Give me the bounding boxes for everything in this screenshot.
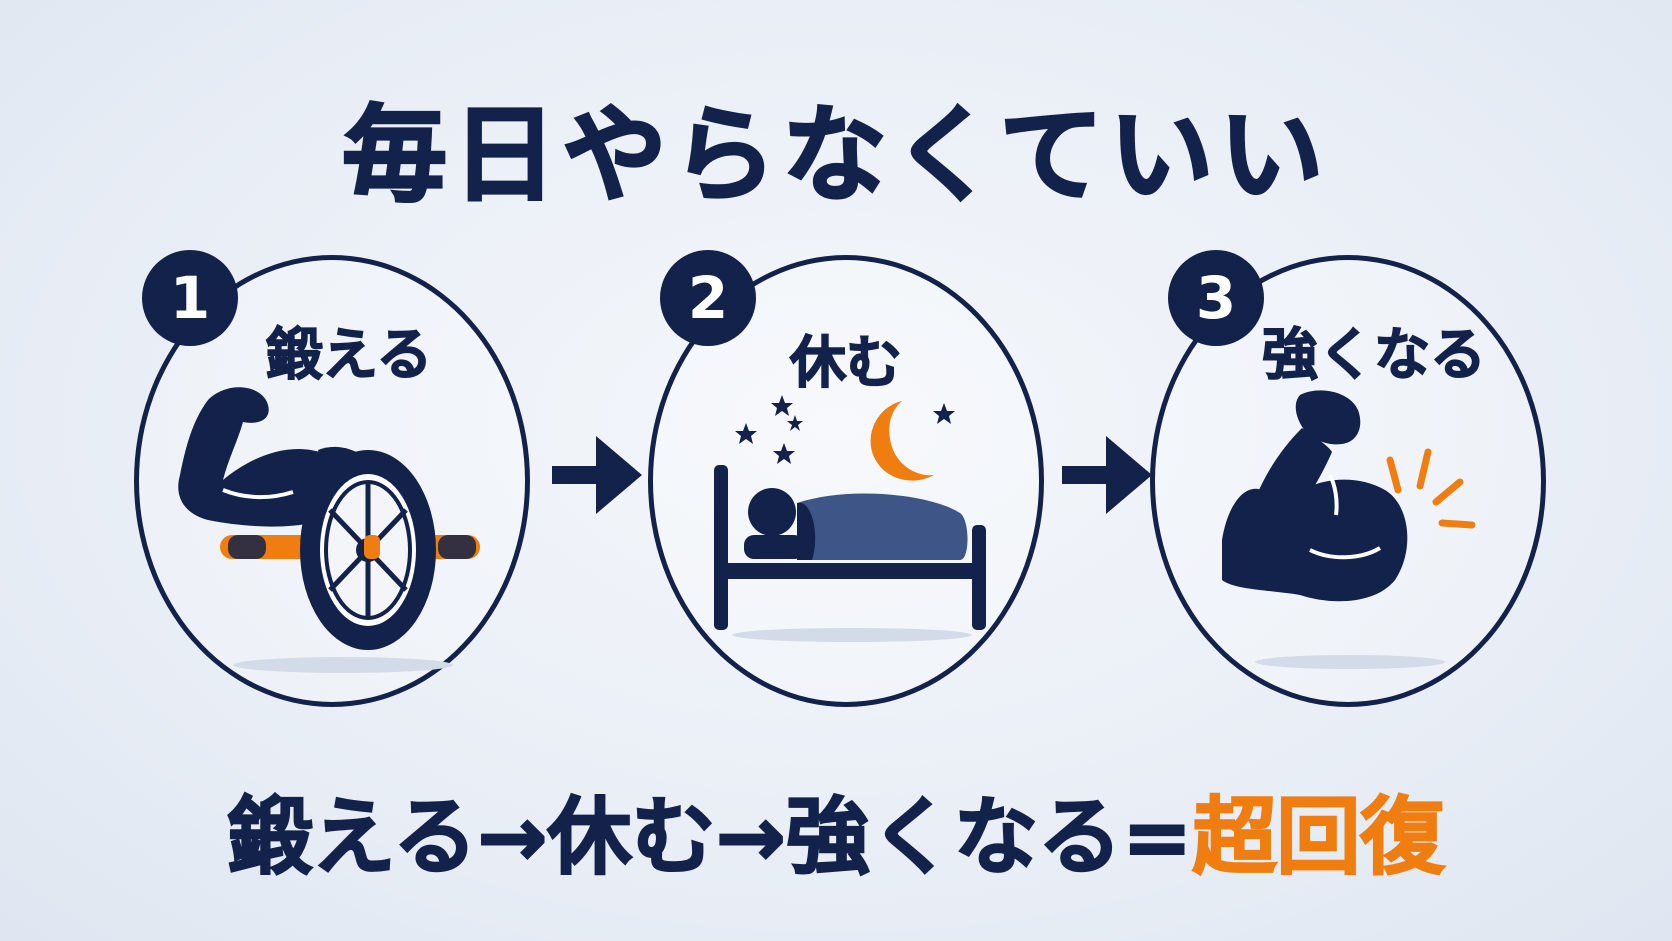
equation-part-rest: 休む <box>547 787 717 887</box>
equation-arrow-2: → <box>715 787 787 887</box>
equation-equals: = <box>1121 787 1193 887</box>
sleeping-in-bed-icon <box>714 395 986 642</box>
page-title: 毎日やらなくていい <box>341 93 1330 218</box>
step-2-label: 休む <box>789 330 903 397</box>
step-2-number-badge: 2 <box>660 250 756 346</box>
step-3-label: 強くなる <box>1261 322 1487 389</box>
equation-result-supercompensation: 超回復 <box>1191 787 1445 887</box>
right-arrow-icon <box>1062 436 1152 514</box>
equation-part-train: 鍛える <box>227 787 478 887</box>
step-3-number-badge: 3 <box>1168 250 1264 346</box>
equation: 鍛える→休む→強くなる=超回復 <box>0 770 1672 891</box>
equation-part-stronger: 強くなる <box>785 787 1123 887</box>
muscle-ab-roller-icon <box>178 387 480 673</box>
step-1-label: 鍛える <box>265 322 433 389</box>
step-1-number-badge: 1 <box>142 250 238 346</box>
strong-bicep-icon <box>1222 390 1476 669</box>
equation-arrow-1: → <box>476 787 548 887</box>
right-arrow-icon <box>552 436 642 514</box>
